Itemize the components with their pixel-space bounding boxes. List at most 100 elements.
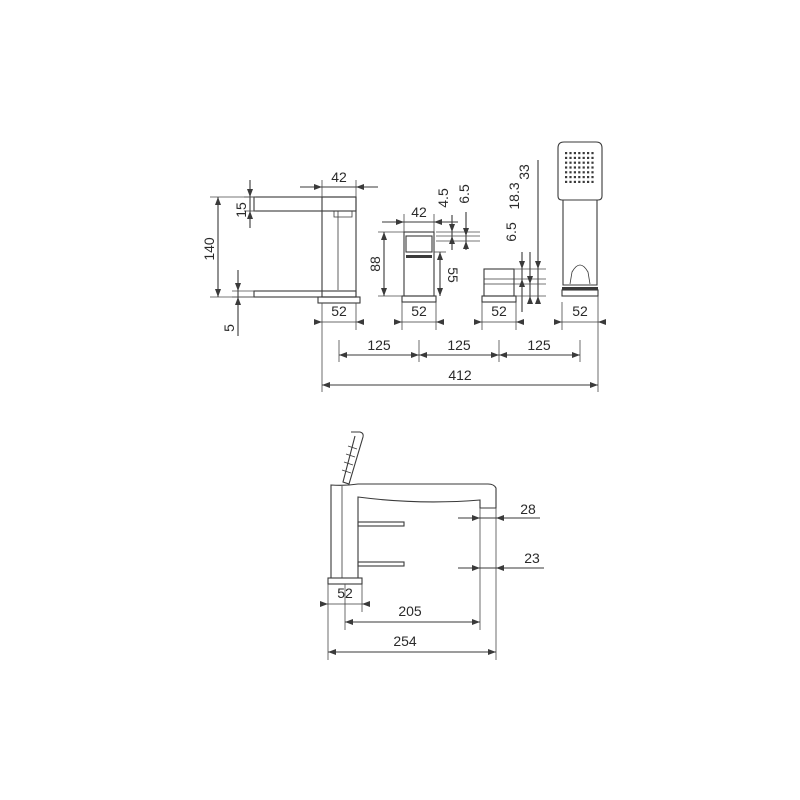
- nozzle-dot: [573, 180, 576, 183]
- side-handshower: [341, 431, 364, 485]
- side-levers: [357, 521, 405, 567]
- dim-spout-top-gap: 15: [233, 180, 256, 228]
- dim-label-254: 254: [393, 633, 417, 649]
- dim-label-6-5a: 6.5: [456, 184, 472, 204]
- nozzle-dot: [582, 166, 585, 169]
- nozzle-dot: [565, 176, 568, 179]
- dim-label-205: 205: [398, 603, 422, 619]
- nozzle-dot: [587, 176, 590, 179]
- nozzle-dot: [591, 180, 594, 183]
- spray-nozzles: [565, 152, 594, 183]
- nozzle-dot: [587, 161, 590, 164]
- front-view: 140 15 5 88: [201, 141, 606, 392]
- nozzle-dot: [573, 156, 576, 159]
- dim-label-52-side: 52: [337, 585, 353, 601]
- nozzle-dot: [573, 161, 576, 164]
- dim-label-42a: 42: [331, 169, 347, 185]
- dim-valve-height: 88: [367, 231, 404, 297]
- nozzle-dot: [569, 156, 572, 159]
- dim-label-88: 88: [367, 256, 383, 272]
- nozzle-dot: [569, 166, 572, 169]
- nozzle-dot: [565, 166, 568, 169]
- mixer-valve: [401, 231, 437, 303]
- nozzle-dot: [573, 176, 576, 179]
- nozzle-dot: [578, 176, 581, 179]
- dim-plate-thickness: 5: [221, 270, 254, 336]
- nozzle-dot: [569, 180, 572, 183]
- dim-label-6-5b: 6.5: [503, 222, 519, 242]
- dim-label-55: 55: [445, 267, 461, 283]
- nozzle-dot: [587, 180, 590, 183]
- diverter: [481, 268, 517, 303]
- nozzle-dot: [565, 161, 568, 164]
- dim-label-33: 33: [516, 164, 532, 180]
- nozzle-dot: [582, 161, 585, 164]
- dim-spout-width: 42: [300, 169, 378, 197]
- nozzle-dot: [591, 161, 594, 164]
- dim-diverter-gaps: 6.5 18.3 33: [503, 160, 546, 312]
- dim-label-52d: 52: [572, 303, 588, 319]
- dim-side-base: 52: [320, 584, 370, 660]
- dim-valve-lever: 55: [434, 251, 461, 296]
- dim-label-125c: 125: [527, 337, 551, 353]
- nozzle-dot: [582, 152, 585, 155]
- nozzle-dot: [573, 171, 576, 174]
- nozzle-dot: [591, 176, 594, 179]
- dim-label-52a: 52: [331, 303, 347, 319]
- dim-overall-width: 412: [322, 367, 598, 388]
- spout-body: [253, 196, 361, 304]
- nozzle-dot: [573, 152, 576, 155]
- dim-label-15: 15: [233, 202, 249, 218]
- dim-side-reach-inner: 205: [345, 603, 480, 625]
- nozzle-dot: [582, 156, 585, 159]
- nozzle-dot: [578, 152, 581, 155]
- nozzle-dot: [591, 152, 594, 155]
- dim-label-28: 28: [520, 501, 536, 517]
- dim-label-125a: 125: [367, 337, 391, 353]
- side-view: 28 23 52 205 254: [320, 431, 544, 660]
- nozzle-dot: [578, 180, 581, 183]
- dim-label-412: 412: [448, 367, 472, 383]
- dim-side-reach-overall: 254: [328, 633, 496, 655]
- dim-side-depth: 28: [458, 501, 540, 660]
- nozzle-dot: [565, 156, 568, 159]
- handshower: [557, 141, 603, 297]
- nozzle-dot: [587, 152, 590, 155]
- nozzle-dot: [565, 171, 568, 174]
- nozzle-dot: [578, 171, 581, 174]
- dim-label-23: 23: [524, 550, 540, 566]
- dim-label-52c: 52: [491, 303, 507, 319]
- dim-label-52b: 52: [411, 303, 427, 319]
- dim-spacings: 125 125 125: [338, 337, 581, 362]
- nozzle-dot: [578, 166, 581, 169]
- nozzle-dot: [569, 171, 572, 174]
- nozzle-dot: [578, 161, 581, 164]
- dim-valve-gaps: 4.5 6.5: [435, 184, 480, 250]
- nozzle-dot: [591, 171, 594, 174]
- dim-label-125b: 125: [447, 337, 471, 353]
- dim-bases: 52 52 52 52: [314, 296, 606, 392]
- nozzle-dot: [587, 171, 590, 174]
- nozzle-dot: [569, 176, 572, 179]
- nozzle-dot: [569, 161, 572, 164]
- nozzle-dot: [591, 166, 594, 169]
- nozzle-dot: [587, 166, 590, 169]
- nozzle-dot: [587, 156, 590, 159]
- dim-label-140: 140: [201, 237, 217, 261]
- nozzle-dot: [573, 166, 576, 169]
- nozzle-dot: [565, 152, 568, 155]
- dim-label-4-5: 4.5: [435, 188, 451, 208]
- nozzle-dot: [582, 176, 585, 179]
- dim-label-18-3: 18.3: [506, 182, 522, 209]
- nozzle-dot: [582, 180, 585, 183]
- dim-label-42b: 42: [411, 204, 427, 220]
- dim-label-5: 5: [221, 324, 237, 332]
- nozzle-dot: [569, 152, 572, 155]
- dim-side-nozzle: 23: [458, 550, 544, 571]
- dim-spout-height: 140: [201, 196, 254, 298]
- nozzle-dot: [591, 156, 594, 159]
- nozzle-dot: [565, 180, 568, 183]
- nozzle-dot: [582, 171, 585, 174]
- dim-valve-width: 42: [382, 204, 458, 232]
